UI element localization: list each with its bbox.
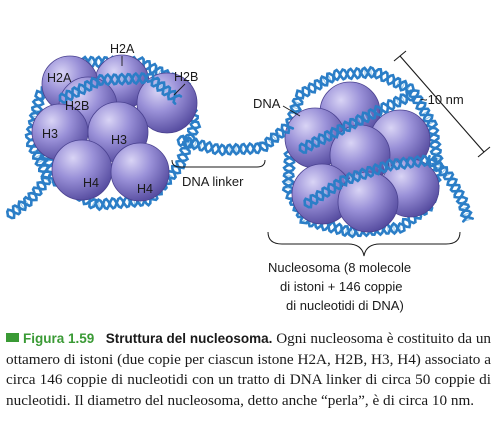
dna-left-front-backbone-2 <box>58 72 183 102</box>
dna-strand-left <box>5 175 52 220</box>
nucleosome-caption-line1: Nucleosoma (8 molecole <box>268 260 411 275</box>
dna-left-tail-backbone-1 <box>6 175 49 220</box>
label-dna: DNA <box>253 96 281 111</box>
dna-left-tail-backbone-2 <box>5 177 52 218</box>
dna-linker-backbone-1 <box>176 120 291 157</box>
figure-marker-icon <box>6 333 19 342</box>
leader-h2b-right <box>173 83 186 96</box>
label-h2a-top: H2A <box>110 42 135 56</box>
label-h3-center: H3 <box>111 133 127 147</box>
label-h3-left: H3 <box>42 127 58 141</box>
dna-linker-bracket <box>171 159 266 168</box>
leader-dna <box>282 105 301 117</box>
dna-right-tail-backbone-2 <box>428 156 475 220</box>
dna-linker-backbone-2 <box>176 123 295 156</box>
histone-h4-right <box>110 142 170 202</box>
nucleosome-caption-line2: di istoni + 146 coppie <box>280 279 403 294</box>
figure-label: Figura 1.59 <box>23 331 95 346</box>
dna-right-front-2-backbone-2 <box>303 154 432 207</box>
nucleosome-brace <box>267 231 461 257</box>
label-h2b-right: H2B <box>174 70 198 84</box>
nucleosome-diagram: H2A H2A H2B H2B H3 H3 H4 H4 DNA DNA link… <box>5 42 491 313</box>
figure-text: Ogni nucleosoma è costituito da un ottam… <box>6 330 492 409</box>
label-diameter: ~10 nm <box>420 92 464 107</box>
label-h2b-left: H2B <box>65 99 89 113</box>
label-dna-linker: DNA linker <box>182 174 244 189</box>
histone-h2b-right <box>136 72 198 134</box>
dna-left-front-backbone-1 <box>58 71 177 105</box>
nucleosome-caption-line3: di nucleotidi di DNA) <box>286 298 404 313</box>
figure-caption: Figura 1.59 Struttura del nucleosoma. Og… <box>6 329 491 411</box>
dna-right-tail-backbone-1 <box>427 158 473 223</box>
dna-right-front-1-backbone-2 <box>298 93 415 152</box>
histone-octamer-right <box>284 81 440 233</box>
figure-title: Struttura del nucleosoma. <box>105 331 273 346</box>
dna-strand-front <box>58 71 475 223</box>
label-h4-left: H4 <box>83 176 99 190</box>
label-h2a-left: H2A <box>47 71 72 85</box>
diameter-marker <box>393 50 491 158</box>
histone-h4-left <box>51 139 113 201</box>
label-h4-right: H4 <box>137 182 153 196</box>
